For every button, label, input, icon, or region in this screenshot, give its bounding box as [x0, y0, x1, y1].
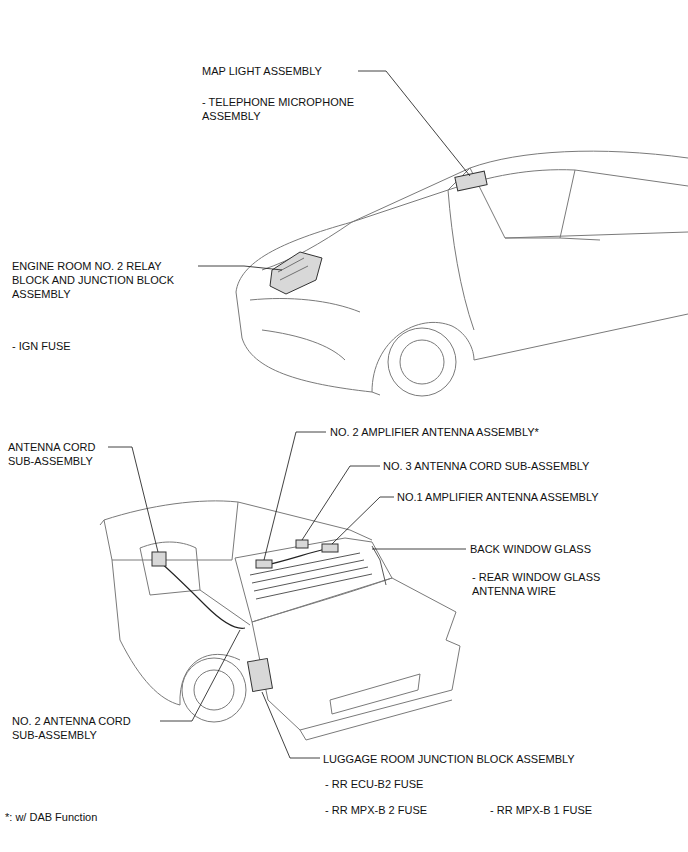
relay-block-part: [270, 252, 322, 294]
part-label: NO. 2 ANTENNA CORD SUB-ASSEMBLY: [12, 714, 152, 742]
part-label: ENGINE ROOM NO. 2 RELAY BLOCK AND JUNCTI…: [12, 259, 194, 301]
part-label: - REAR WINDOW GLASS ANTENNA WIRE: [472, 570, 607, 598]
antenna-cord: [160, 548, 330, 628]
amplifier-part: [322, 544, 338, 552]
part-label: - RR MPX-B 1 FUSE: [490, 803, 592, 817]
part-label: BACK WINDOW GLASS: [470, 542, 591, 556]
part-label: - RR MPX-B 2 FUSE: [325, 803, 427, 817]
part-label: - RR ECU-B2 FUSE: [325, 777, 423, 791]
part-label: NO.1 AMPLIFIER ANTENNA ASSEMBLY: [397, 490, 599, 504]
antenna-connector: [152, 552, 166, 566]
part-label: *: w/ DAB Function: [5, 810, 97, 824]
map-light-part: [455, 171, 487, 191]
part-label: MAP LIGHT ASSEMBLY: [202, 64, 322, 78]
glass-antenna-wire: [250, 546, 386, 599]
part-label: LUGGAGE ROOM JUNCTION BLOCK ASSEMBLY: [323, 752, 575, 766]
part-label: - TELEPHONE MICROPHONE ASSEMBLY: [202, 95, 377, 123]
part-label: ANTENNA CORD SUB-ASSEMBLY: [8, 440, 108, 468]
part-label: - IGN FUSE: [12, 339, 71, 353]
junction-block-part: [248, 658, 273, 691]
part-label: NO. 3 ANTENNA CORD SUB-ASSEMBLY: [383, 459, 589, 473]
leader-line: [108, 71, 470, 758]
part-label: NO. 2 AMPLIFIER ANTENNA ASSEMBLY*: [330, 425, 539, 439]
amplifier-part: [256, 560, 272, 568]
front-car-outline: [236, 151, 688, 396]
amplifier-part: [296, 540, 308, 548]
